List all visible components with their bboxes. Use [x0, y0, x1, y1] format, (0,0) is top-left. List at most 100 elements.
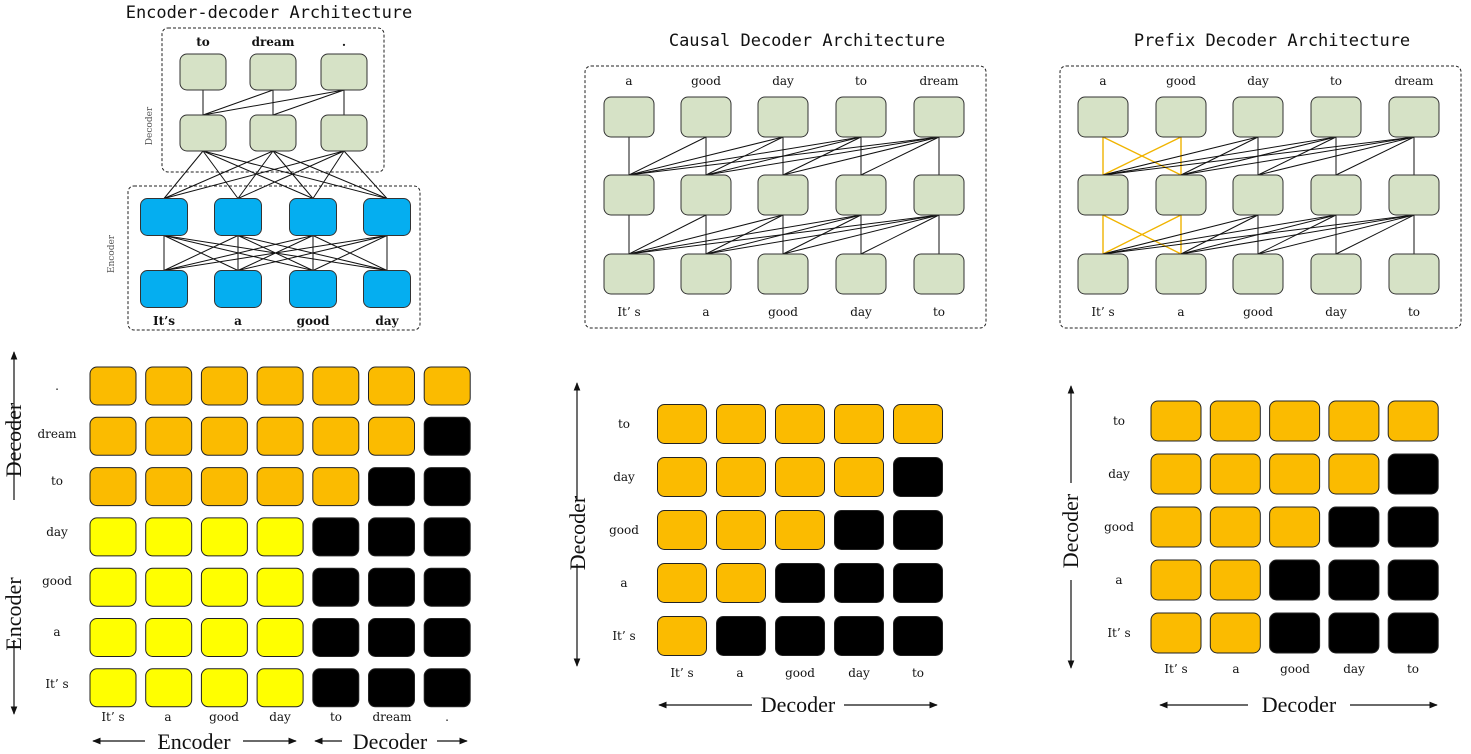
encoder-attention-link [163, 235, 239, 271]
causal-left-axis-label: Decoder [565, 495, 590, 570]
causal-mask-matrix [657, 404, 943, 656]
encdec-matrix-row-labels: . dream to day good a It’ s [37, 379, 77, 691]
mask-cell-attend [256, 416, 304, 456]
mask-cell-attend [1150, 453, 1202, 495]
mask-cell-masked [834, 616, 884, 656]
mask-cell-masked [312, 618, 360, 657]
mask-cell-attend [89, 517, 137, 557]
encoder-node [289, 270, 337, 308]
prefix-frame [1059, 65, 1462, 329]
mask-cell-attend [368, 416, 415, 456]
encdec-matrix-col-labels: It’ s a good day to dream . [101, 710, 449, 724]
matrix-row-label: a [53, 625, 60, 639]
mask-cell-masked [1328, 559, 1380, 601]
mask-cell-attend [1209, 400, 1261, 442]
mask-cell-attend [1209, 559, 1261, 601]
cross-attention-link [202, 150, 239, 199]
mask-cell-attend [716, 563, 766, 603]
mask-cell-attend [145, 416, 193, 456]
matrix-row-label: dream [37, 427, 77, 441]
decoder-node [835, 253, 887, 295]
encoder-attention-link [163, 235, 388, 271]
encdec-dec-token: . [342, 35, 346, 49]
mask-cell-masked [423, 416, 471, 456]
encdec-bottom-axis-encoder: Encoder [157, 729, 231, 754]
decoder-node [1310, 253, 1362, 295]
cross-attention-link [312, 150, 345, 199]
decoder-node [320, 53, 368, 91]
mask-cell-attend [657, 563, 707, 603]
mask-cell-attend [145, 618, 193, 657]
mask-cell-masked [893, 457, 943, 497]
encoder-node [289, 198, 337, 236]
causal-attention-link [705, 136, 940, 176]
mask-cell-attend [1209, 612, 1261, 654]
decoder-node [603, 174, 655, 216]
matrix-col-label: day [1343, 662, 1365, 676]
matrix-row-label: a [620, 576, 627, 590]
matrix-col-label: It’ s [1164, 662, 1187, 676]
causal-attention-link [782, 136, 940, 176]
encdec-encoder-side-label: Encoder [107, 234, 117, 273]
encdec-dec-token: dream [252, 35, 295, 49]
mask-cell-attend [312, 467, 360, 507]
mask-cell-attend [89, 416, 137, 456]
causal-attention-link [628, 136, 707, 176]
causal-links [628, 136, 940, 255]
mask-cell-masked [368, 567, 415, 607]
encdec-left-axis-encoder: Encoder [1, 577, 26, 651]
mask-cell-attend [775, 510, 825, 550]
cross-attention-link [163, 150, 204, 199]
encoder-node [363, 270, 411, 308]
mask-cell-attend [200, 517, 248, 557]
matrix-row-label: good [609, 523, 639, 537]
mask-cell-masked [423, 517, 471, 557]
decoder-node [1388, 174, 1440, 216]
mask-cell-attend [1269, 400, 1321, 442]
mask-cell-attend [200, 567, 248, 607]
mask-cell-attend [256, 668, 304, 708]
causal-matrix-col-labels: It’ s a good day to [670, 666, 924, 680]
matrix-row-label: to [51, 474, 63, 488]
mask-cell-attend [716, 404, 766, 444]
mask-cell-attend [1150, 400, 1202, 442]
decoder-attention-link [202, 89, 274, 116]
prefix-in-token: It’ s [1091, 305, 1114, 319]
causal-attention-link [1102, 136, 1259, 176]
causal-out-token: dream [919, 74, 959, 88]
causal-out-token: a [625, 74, 632, 88]
prefix-out-token: good [1166, 74, 1196, 88]
prefix-matrix-row-labels: to day good a It’ s [1104, 414, 1134, 640]
mask-cell-attend [834, 404, 884, 444]
mask-cell-attend [89, 668, 137, 708]
matrix-row-label: good [1104, 520, 1134, 534]
mask-cell-attend [657, 616, 707, 656]
mask-cell-attend [1150, 559, 1202, 601]
matrix-row-label: It’ s [612, 629, 635, 643]
matrix-col-label: to [330, 710, 342, 724]
mask-cell-attend [145, 467, 193, 507]
decoder-node [913, 253, 965, 295]
mask-cell-masked [834, 510, 884, 550]
causal-attention-link [1257, 214, 1415, 255]
mask-cell-masked [423, 567, 471, 607]
matrix-row-label: to [1113, 414, 1125, 428]
decoder-node [1232, 253, 1284, 295]
decoder-node [249, 114, 297, 152]
mask-cell-attend [256, 618, 304, 657]
causal-attention-link [628, 136, 940, 176]
encdec-left-axis-decoder: Decoder [1, 402, 26, 477]
encdec-enc-token: a [234, 314, 242, 328]
prefix-out-token: dream [1394, 74, 1434, 88]
mask-cell-attend [200, 668, 248, 708]
prefix-attention-link [1102, 214, 1182, 255]
causal-frame [584, 65, 987, 329]
causal-attention-link [628, 214, 862, 255]
prefix-out-token: to [1330, 74, 1342, 88]
causal-attention-link [628, 214, 707, 255]
mask-cell-attend [1328, 453, 1380, 495]
mask-cell-masked [1387, 453, 1439, 495]
encdec-bottom-axis-decoder: Decoder [353, 729, 428, 754]
mask-cell-attend [89, 618, 137, 657]
